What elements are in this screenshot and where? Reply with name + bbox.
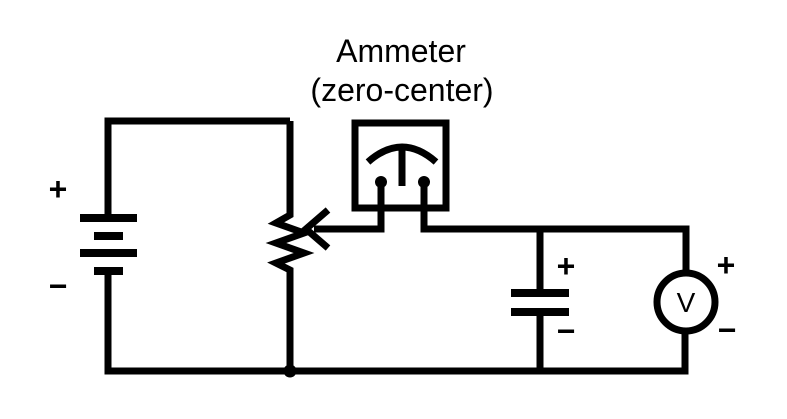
junction-dot bbox=[283, 364, 297, 378]
wire-wiper-to-ammeter-left bbox=[314, 183, 385, 233]
battery-plus-label: + bbox=[49, 171, 68, 207]
ammeter-terminal-right-dot bbox=[418, 176, 430, 188]
battery-minus-label: − bbox=[49, 268, 68, 304]
voltmeter-circle bbox=[653, 269, 719, 335]
ammeter-terminal-left-dot bbox=[375, 176, 387, 188]
voltmeter-letter: V bbox=[677, 287, 696, 318]
wire-top-loop bbox=[104, 117, 290, 221]
ammeter bbox=[351, 119, 450, 212]
capacitor-plus-label: + bbox=[557, 248, 576, 284]
potentiometer-branch-zigzag bbox=[265, 121, 315, 371]
ammeter-scale-arc bbox=[365, 143, 439, 165]
ammeter-label-line1: Ammeter bbox=[336, 33, 466, 69]
voltmeter: V + − bbox=[653, 247, 737, 348]
wire-bottom-bus bbox=[104, 268, 689, 375]
ammeter-label-line2: (zero-center) bbox=[310, 72, 493, 108]
wire-ammeter-right-to-loads bbox=[420, 183, 690, 274]
voltmeter-minus-label: − bbox=[718, 312, 737, 348]
capacitor: + − bbox=[511, 248, 575, 349]
capacitor-minus-label: − bbox=[557, 313, 576, 349]
ammeter-box bbox=[351, 119, 450, 212]
voltmeter-plus-label: + bbox=[717, 247, 736, 283]
wiper-arrowhead-icon bbox=[300, 207, 331, 251]
battery: + − bbox=[49, 171, 137, 304]
